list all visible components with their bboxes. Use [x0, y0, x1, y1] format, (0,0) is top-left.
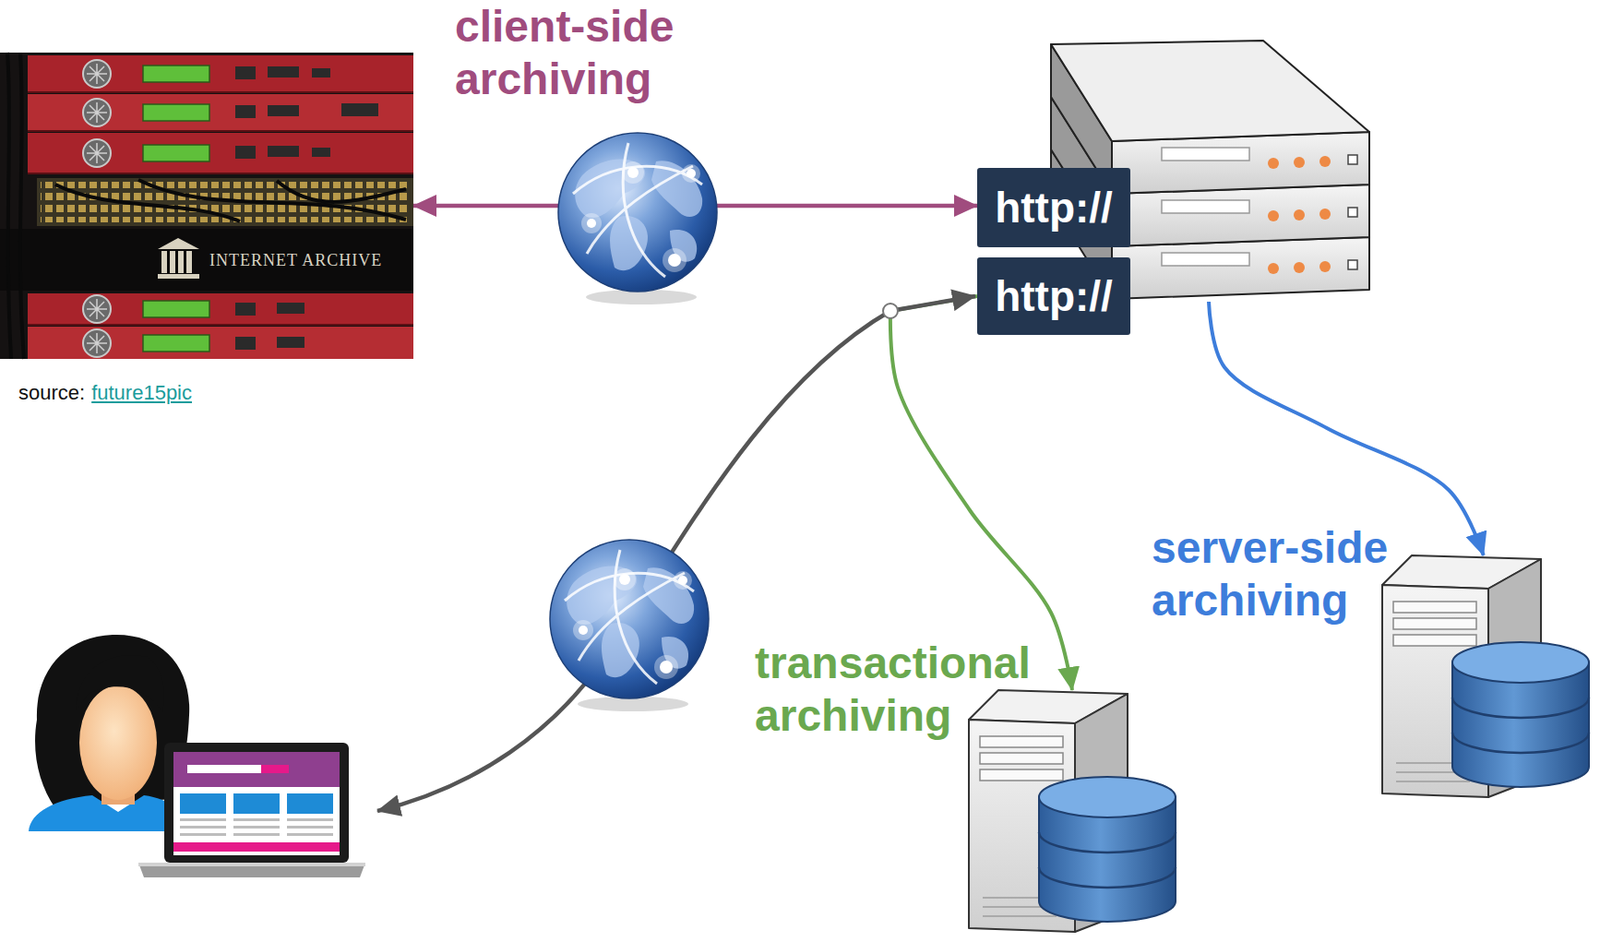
archive-photo: INTERNET ARCHIVE: [0, 52, 414, 359]
archiving-label: transactional archiving: [754, 636, 1051, 742]
face: [79, 685, 157, 800]
page-header: [173, 752, 340, 788]
database-server-icon: [1382, 555, 1589, 798]
edge-label: client-side archiving: [454, 0, 705, 106]
bangs: [75, 655, 165, 713]
fan-symbol: [83, 139, 111, 168]
laptop-base-edge: [138, 862, 366, 867]
page-tiles: [179, 793, 334, 814]
archive-photo: [0, 52, 414, 359]
archive-server: server-side archiving: [1382, 555, 1589, 798]
label-holder: source:future15pic: [18, 380, 192, 406]
fan-symbol: [83, 59, 111, 88]
tap-junction: [883, 303, 898, 319]
cables: [7, 52, 406, 359]
fan-symbol: [83, 329, 111, 358]
label-holder: client-side archiving: [454, 0, 705, 106]
connector-arrow: [890, 296, 1073, 691]
laptop-base: [138, 862, 366, 878]
search-button: [261, 764, 289, 774]
url-box: http://: [977, 257, 1131, 335]
database-server-icon: [968, 690, 1176, 932]
source-note: source:: [18, 380, 85, 406]
url-box: http://: [977, 167, 1131, 248]
page-footer: [173, 842, 340, 852]
logo-text: INTERNET ARCHIVE: [209, 250, 414, 270]
logo-band: [0, 228, 414, 291]
photo-ground: [0, 52, 414, 359]
globe-icon: [549, 539, 709, 712]
web-server-stack: http://http://: [977, 36, 1374, 302]
archiving-label: server-side archiving: [1151, 521, 1406, 627]
laptop-frame: [164, 742, 349, 863]
stack-top: [1050, 40, 1370, 142]
fan-symbol: [83, 98, 111, 127]
page-lines: [179, 818, 334, 836]
source-link: future15pic: [91, 380, 192, 406]
archive-server: transactional archiving: [968, 690, 1176, 934]
logo-pediment: [157, 238, 200, 250]
red-server-units: [27, 94, 414, 359]
laptop-icon: [138, 742, 366, 878]
logo-columns: [157, 250, 200, 279]
globe-icon: [558, 132, 717, 305]
laptop-screen: [173, 752, 340, 856]
connector-arrow: [1208, 301, 1484, 556]
fan-symbol: [83, 295, 111, 323]
